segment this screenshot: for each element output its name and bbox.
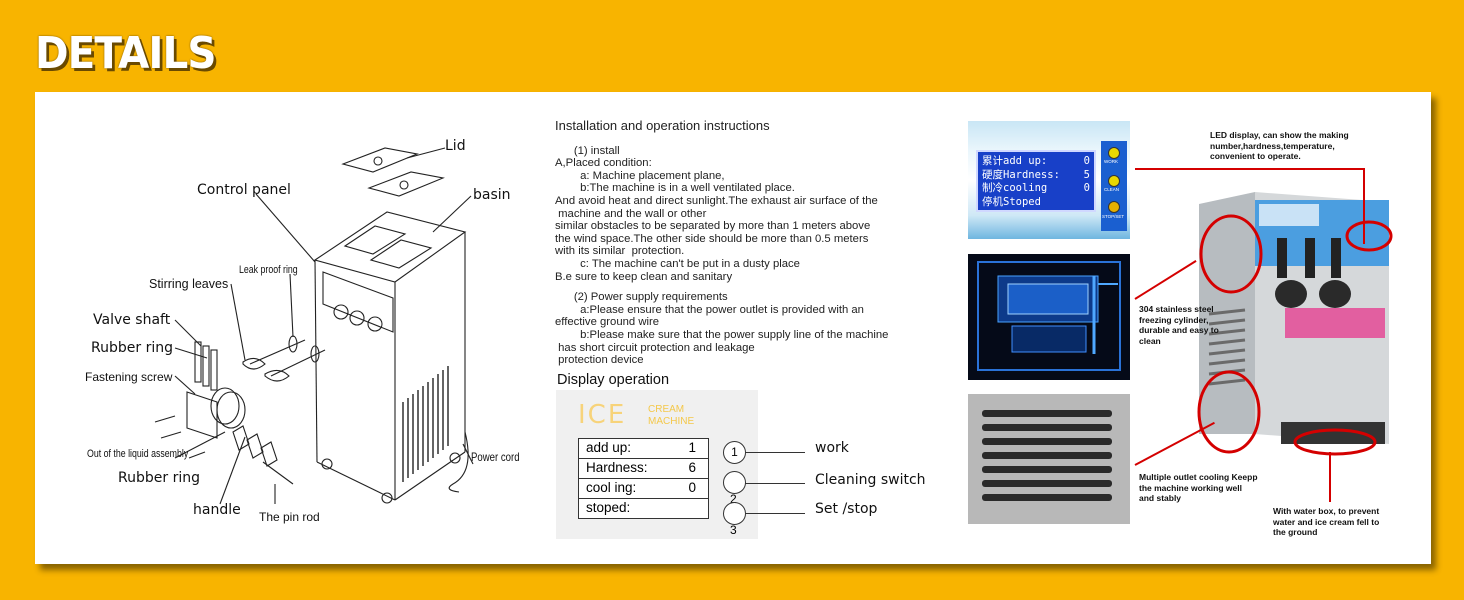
set-stop-line bbox=[745, 513, 805, 514]
row-value: 1 bbox=[688, 440, 696, 455]
instruction-line: machine and the wall or other bbox=[555, 207, 707, 220]
row-label: Hardness: bbox=[586, 460, 648, 475]
instruction-line: a: Machine placement plane, bbox=[555, 169, 725, 182]
rubber-ring-label-2: Rubber ring bbox=[118, 470, 200, 486]
lcd-screen: 累计add up: 0 硬度Hardness: 5 制冷cooling 0 停机Sto… bbox=[976, 150, 1096, 212]
instruction-line: has short circuit protection and leakage bbox=[555, 341, 755, 354]
lcd-label: 停机Stoped bbox=[982, 195, 1041, 208]
logo-sub-machine: MACHINE bbox=[648, 416, 695, 427]
lcd-display-photo: 累计add up: 0 硬度Hardness: 5 制冷cooling 0 停机Sto… bbox=[968, 121, 1130, 239]
page-title: DETAILS bbox=[35, 28, 217, 79]
lcd-label: 制冷cooling bbox=[982, 182, 1048, 194]
basin-label: basin bbox=[473, 187, 511, 203]
row-label: add up: bbox=[586, 440, 632, 455]
table-row: add up: 1 bbox=[579, 439, 708, 459]
liquid-assembly-label: Out of the liquid assembly bbox=[87, 448, 189, 460]
cream-machine-logo: CREAM MACHINE bbox=[648, 404, 694, 428]
valve-shaft-label: Valve shaft bbox=[93, 312, 171, 328]
row-value: 6 bbox=[688, 460, 696, 475]
instruction-line: protection device bbox=[555, 354, 644, 367]
machine-exploded-diagram bbox=[154, 147, 474, 505]
instruction-line: (1) install bbox=[555, 144, 620, 157]
table-row: stoped: bbox=[579, 499, 708, 518]
table-row: cool ing: 0 bbox=[579, 479, 708, 499]
instruction-line: B.e sure to keep clean and sanitary bbox=[555, 270, 733, 283]
logo-sub-cream: CREAM bbox=[648, 404, 685, 415]
stop-indicator-icon bbox=[1108, 201, 1120, 213]
fastening-screw-label: Fastening screw bbox=[85, 370, 173, 384]
instruction-line: a:Please ensure that the power outlet is… bbox=[555, 303, 864, 316]
lcd-value: 0 bbox=[1083, 155, 1090, 167]
stainless-steel-annotation: 304 stainless steel freezing cylinder, d… bbox=[1139, 304, 1219, 346]
lcd-label: 累计add up: bbox=[982, 155, 1048, 167]
cooling-annotation: Multiple outlet cooling Keepp the machin… bbox=[1139, 472, 1258, 503]
lcd-button-column: WORK CLEAN STOP/SET bbox=[1101, 141, 1127, 231]
instruction-line: similar obstacles to be separated by mor… bbox=[555, 220, 871, 233]
cleaning-switch-button[interactable] bbox=[723, 471, 746, 494]
rubber-ring-label-1: Rubber ring bbox=[91, 340, 173, 356]
vent-grill-photo bbox=[968, 394, 1130, 524]
instruction-line: A,Placed condition: bbox=[555, 157, 652, 170]
led-pointer-vertical bbox=[1363, 168, 1365, 244]
instruction-line bbox=[555, 283, 945, 291]
cleaning-switch-label: Cleaning switch bbox=[815, 472, 926, 488]
lcd-value: 5 bbox=[1083, 168, 1090, 181]
control-panel-label: Control panel bbox=[197, 182, 291, 198]
lcd-label: 硬度Hardness: bbox=[982, 168, 1060, 181]
led-display-annotation: LED display, can show the making number,… bbox=[1210, 130, 1349, 161]
stop-indicator-label: STOP/SET bbox=[1102, 214, 1125, 219]
work-indicator-label: WORK bbox=[1104, 159, 1118, 164]
water-box-annotation: With water box, to prevent water and ice… bbox=[1273, 506, 1380, 537]
table-row: Hardness: 6 bbox=[579, 459, 708, 479]
cleaning-button-number: 2 bbox=[730, 492, 737, 506]
lid-label: Lid bbox=[445, 138, 466, 154]
instruction-line: And avoid heat and direct sunlight.The e… bbox=[555, 194, 878, 207]
installation-instructions: Installation and operation instructions … bbox=[555, 118, 945, 367]
row-value: 0 bbox=[688, 480, 696, 495]
instruction-line: effective ground wire bbox=[555, 316, 660, 329]
work-label: work bbox=[815, 440, 849, 456]
details-card: Lid Control panel basin Stirring leaves … bbox=[35, 92, 1431, 564]
display-panel: ICE CREAM MACHINE add up: 1 Hardness: 6 co… bbox=[556, 390, 758, 539]
instruction-line: (2) Power supply requirements bbox=[555, 291, 728, 304]
set-stop-button[interactable] bbox=[723, 502, 746, 525]
row-label: stoped: bbox=[586, 500, 631, 515]
stirring-leaves-label: Stirring leaves bbox=[149, 277, 229, 291]
instructions-title: Installation and operation instructions bbox=[555, 118, 770, 133]
set-stop-label: Set /stop bbox=[815, 501, 878, 517]
led-pointer-line bbox=[1135, 168, 1365, 170]
instruction-line: b:The machine is in a well ventilated pl… bbox=[555, 182, 795, 195]
instruction-line: the wind space.The other side should be … bbox=[555, 232, 869, 245]
work-indicator-icon bbox=[1108, 147, 1120, 159]
set-stop-button-number: 3 bbox=[730, 523, 737, 537]
cylinder-illustration bbox=[977, 261, 1121, 371]
clean-indicator-label: CLEAN bbox=[1104, 187, 1120, 192]
ice-logo: ICE bbox=[578, 400, 627, 430]
instruction-line: b:Please make sure that the power supply… bbox=[555, 328, 889, 341]
clean-indicator-icon bbox=[1108, 175, 1120, 187]
instruction-line: c: The machine can't be put in a dusty p… bbox=[555, 257, 800, 270]
handle-label: handle bbox=[193, 502, 241, 518]
leak-proof-ring-label: Leak proof ring bbox=[239, 264, 298, 276]
freezing-cylinder-photo bbox=[968, 254, 1130, 380]
work-button[interactable]: 1 bbox=[723, 441, 746, 464]
ice-cream-machine-photo bbox=[1195, 192, 1395, 494]
pin-rod-label: The pin rod bbox=[259, 510, 320, 524]
vent-illustration bbox=[982, 410, 1112, 501]
row-label: cool ing: bbox=[586, 480, 637, 495]
cleaning-line bbox=[745, 483, 805, 484]
water-box-pointer-line bbox=[1329, 452, 1331, 502]
power-cord-label: Power cord bbox=[471, 450, 520, 464]
instruction-line: with its similar protection. bbox=[555, 245, 685, 258]
display-table: add up: 1 Hardness: 6 cool ing: 0 stoped: bbox=[578, 438, 709, 519]
work-line bbox=[745, 452, 805, 453]
lcd-value: 0 bbox=[1083, 182, 1090, 194]
display-operation-title: Display operation bbox=[557, 372, 670, 388]
